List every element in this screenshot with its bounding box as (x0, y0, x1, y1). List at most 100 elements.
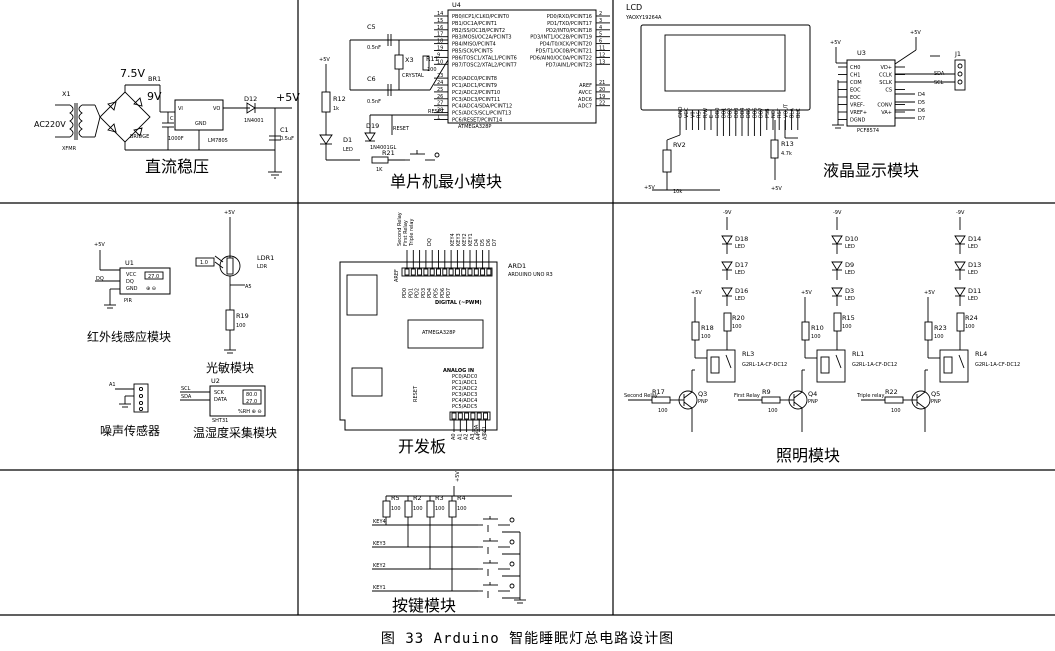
mcu-module: U4 PB0/ICP1/CLKO/PCINT014PB1/OC1A/PCINT1… (319, 1, 610, 191)
relay-model: G2RL-1A-CF-DC12 (742, 362, 787, 368)
mcu-right-pin-label: PD5/T1/OC0B/PCINT21 (535, 49, 592, 55)
transistor-c (916, 391, 926, 399)
analog-pin (464, 412, 470, 420)
lcd-pin-label: VCC (684, 107, 690, 118)
lcd-pin-label: V0 (690, 111, 696, 118)
relay-label: RL1 (852, 350, 864, 358)
digital-header (401, 267, 493, 277)
u3-right-pin: CS (885, 88, 892, 94)
relay-icon (706, 349, 736, 383)
lcd-pin-label: DB3 (734, 108, 740, 118)
rv2-pot (662, 149, 672, 173)
mcu-left-pin-number: 18 (437, 39, 443, 45)
ard-name: ARDUINO UNO R3 (508, 272, 553, 278)
input-resistor-label: R22 (885, 388, 898, 396)
mcu-right-pin-label: PD0/RXD/PCINT16 (547, 14, 592, 20)
d1-value: LED (343, 147, 353, 153)
lcd-pin-label: DB1 (721, 108, 727, 118)
mcu-right-pin-label: ADC7 (578, 104, 592, 110)
board-outline (339, 261, 498, 431)
mcu-left-pin-label: PC6/RESET/PCINT14 (452, 118, 502, 124)
lcd-pin-label: NC (771, 110, 777, 118)
led-label: D9 (845, 261, 854, 269)
transistor-label: Q3 (698, 390, 707, 398)
d19-label: D19 (366, 122, 379, 130)
analog-port-label: PC5/ADC5 (452, 404, 477, 410)
board-sda: SDA (474, 424, 480, 435)
board-net-label: D4 (474, 239, 480, 246)
temp-chip: SHT31 (212, 418, 228, 424)
relay-contact (835, 354, 842, 369)
r21-resistor (371, 156, 389, 164)
transistor-c (793, 391, 803, 399)
temp-sda: SDA (181, 394, 192, 400)
mcu-right-pin-number: 6 (599, 39, 602, 45)
led-icon (831, 235, 843, 245)
relay-net-label: Second Relay (624, 393, 658, 399)
lcd-model: YAOXY19264A (625, 15, 662, 21)
input-resistor-label: R9 (762, 388, 771, 396)
lcd-v5-left: +5V (644, 185, 655, 191)
led-label: D11 (968, 287, 981, 295)
top-resistor-value: 100 (811, 334, 821, 340)
noise-title: 噪声传感器 (100, 423, 160, 438)
analog-pin (483, 412, 488, 420)
relay-group-2: -9VD10LEDD9LEDD3LEDR15100+5VR10100RL1G2R… (734, 210, 897, 432)
mcu-left-pin-label: PB3/MOSI/OC2A/PCINT3 (452, 35, 512, 41)
led-icon (721, 235, 733, 245)
reg-vo: VO (213, 106, 220, 112)
c5-label: C5 (367, 23, 376, 31)
lighting-title: 照明模块 (776, 446, 840, 465)
group-v5: +5V (691, 290, 702, 296)
led-type: LED (735, 244, 745, 250)
mcu-left-pin-number: 28 (437, 108, 443, 114)
u2-label: U2 (211, 377, 220, 385)
relay-coil (943, 356, 953, 374)
x3-label: X3 (405, 56, 414, 64)
pir-title: 红外线感应模块 (87, 329, 171, 344)
mcu-right-pin-number: 5 (599, 32, 602, 38)
r12-value: 1k (333, 106, 339, 112)
relay-net-label: First Relay (734, 393, 760, 399)
top-resistor-label: R18 (701, 324, 714, 332)
analog-label: ANALOG IN (443, 368, 474, 374)
d12-label: D12 (244, 95, 257, 103)
power-jack (351, 367, 383, 397)
power-module: X1 AC220V XFMR 7.5V BR1 9V BRIDGE (34, 67, 300, 179)
c5-value: 0.5nF (367, 45, 381, 51)
board-analog-label: A3 (470, 433, 476, 440)
reset-label: RESET (413, 385, 419, 402)
u3-right-pin: SCLK (879, 80, 892, 86)
figure-caption: 图 33 Arduino 智能睡眠灯总电路设计图 (380, 631, 675, 647)
relay-contact (725, 354, 732, 369)
mcu-left-pin-number: 17 (437, 32, 443, 38)
reset-net-label: RESET (393, 126, 410, 132)
r13-resistor (770, 139, 779, 159)
u3-chip (846, 59, 896, 127)
crystal-label: CRYSTAL (402, 73, 424, 79)
v5-out-label: +5V (276, 91, 300, 104)
br1-label: BR1 (148, 75, 161, 83)
mcu-title: 单片机最小模块 (390, 172, 502, 191)
lcd-pin-label: RST (777, 107, 783, 118)
circuit-schematic: X1 AC220V XFMR 7.5V BR1 9V BRIDGE (0, 0, 1055, 616)
group-v5: +5V (924, 290, 935, 296)
mcu-right-pin-label: PD3/INT1/OC2B/PCINT19 (530, 35, 592, 41)
lcd-pin-label: DB7 (759, 108, 765, 118)
mcu-right-pin-label: AVCC (578, 90, 592, 96)
atmega-chip (447, 9, 597, 124)
mcu-v5-label: +5V (319, 57, 330, 63)
mcu-right-pin-label: PD7/AIN1/PCINT23 (546, 62, 592, 68)
led-d1-icon (319, 134, 333, 160)
led-type: LED (735, 270, 745, 276)
transformer-icon (55, 103, 95, 140)
ldr-a5: A5 (245, 284, 252, 290)
board-analog-label: A2 (464, 433, 470, 440)
pullup-label: R3 (435, 494, 444, 502)
led-icon (831, 261, 843, 271)
top-resistor (924, 321, 933, 341)
input-resistor (761, 396, 781, 404)
pullup-value: 100 (391, 506, 401, 512)
